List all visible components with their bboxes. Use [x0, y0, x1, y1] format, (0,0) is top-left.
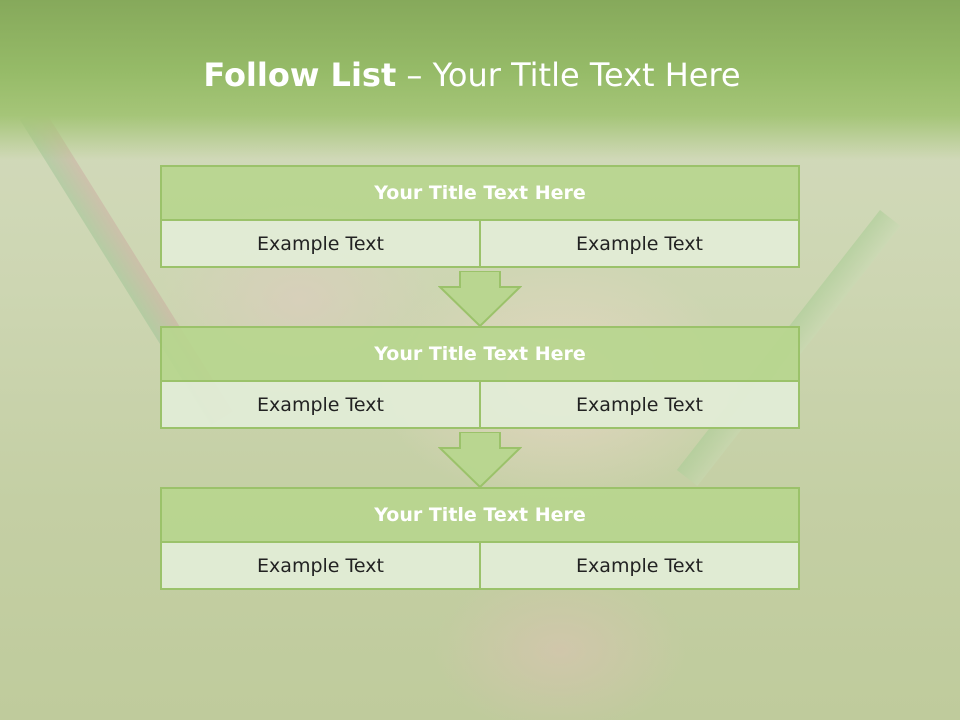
block-title: Your Title Text Here	[160, 165, 800, 221]
block-title: Your Title Text Here	[160, 326, 800, 382]
list-block-3: Your Title Text Here Example Text Exampl…	[160, 487, 800, 590]
block-cell-right: Example Text	[481, 380, 800, 429]
block-cell-right: Example Text	[481, 541, 800, 590]
list-block-1: Your Title Text Here Example Text Exampl…	[160, 165, 800, 268]
list-block-2: Your Title Text Here Example Text Exampl…	[160, 326, 800, 429]
header-band	[0, 0, 960, 160]
block-row: Example Text Example Text	[160, 380, 800, 429]
block-title: Your Title Text Here	[160, 487, 800, 543]
title-bold: Follow List	[203, 56, 397, 94]
title-rest: – Your Title Text Here	[396, 56, 741, 94]
block-cell-left: Example Text	[160, 219, 481, 268]
down-arrow-icon	[438, 432, 522, 488]
block-cell-right: Example Text	[481, 219, 800, 268]
down-arrow-icon	[438, 271, 522, 327]
block-row: Example Text Example Text	[160, 541, 800, 590]
block-cell-left: Example Text	[160, 380, 481, 429]
slide-title: Follow List – Your Title Text Here	[0, 56, 944, 94]
block-cell-left: Example Text	[160, 541, 481, 590]
block-row: Example Text Example Text	[160, 219, 800, 268]
